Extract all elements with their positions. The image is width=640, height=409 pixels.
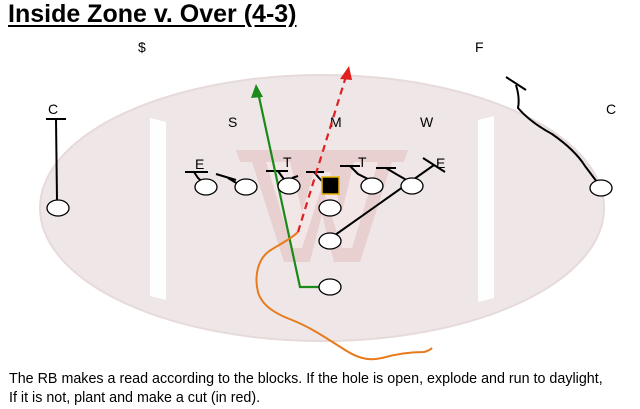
quarterback [319,200,341,216]
receiver-left [47,200,69,216]
running-back [319,279,341,295]
tackle-right [401,178,423,194]
cut-route-arrowhead [340,66,352,80]
lineman-left [278,178,300,194]
label-corner-right: C [606,101,616,117]
guard-left [235,179,257,195]
caption: The RB makes a read according to the blo… [9,370,639,408]
fullback [319,233,341,249]
label-mike: M [330,114,342,130]
tackle-left [195,179,217,195]
label-tackle-left: T [283,154,292,170]
caption-line-1: The RB makes a read according to the blo… [9,370,639,389]
center-square [322,177,339,194]
label-will: W [420,114,434,130]
caption-line-2: If it is not, plant and make a cut (in r… [9,389,639,408]
label-sam: S [228,114,237,130]
label-corner-left: C [48,101,58,117]
guard-right [361,178,383,194]
receiver-right [590,180,612,196]
label-strong-safety: $ [138,39,146,55]
label-free-safety: F [475,39,484,55]
label-end-left: E [195,156,204,172]
page-title: Inside Zone v. Over (4-3) [8,0,297,29]
label-tackle-right: T [358,154,367,170]
